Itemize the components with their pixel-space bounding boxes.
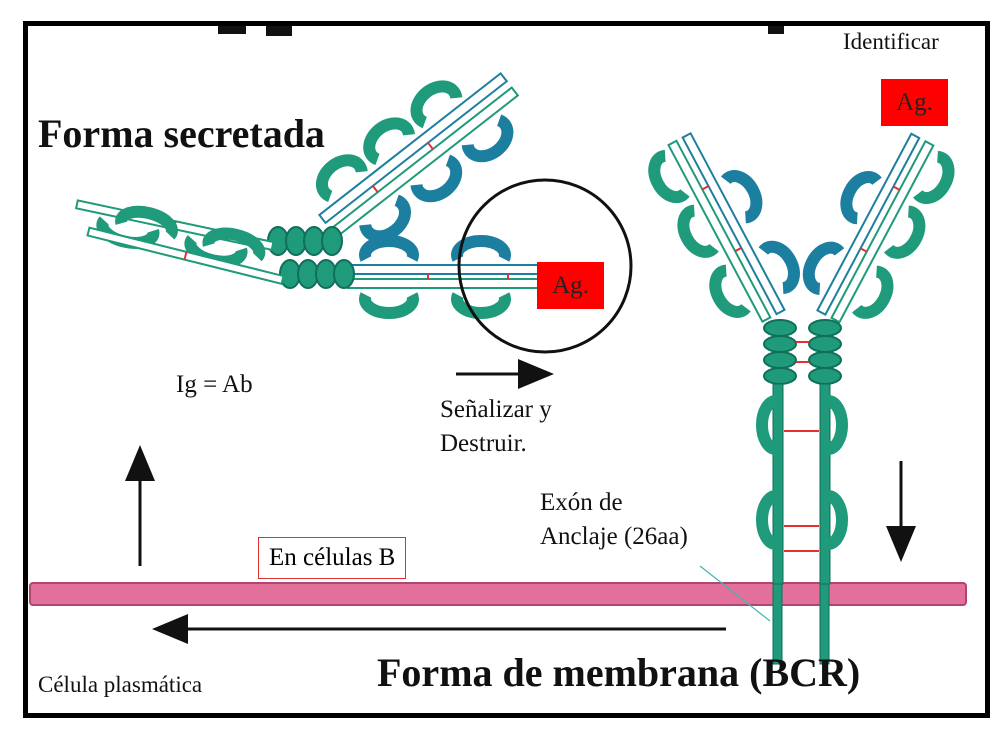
anchor-pointer-line <box>699 565 771 622</box>
cropped-title-fragment <box>218 26 784 36</box>
b-cells-label: En células B <box>258 537 407 579</box>
antibody-diagram <box>29 26 967 665</box>
anchor-exon-label-line2: Anclaje (26aa) <box>540 523 688 550</box>
membrane-form-title: Forma de membrana (BCR) <box>377 650 861 695</box>
identify-label: Identificar <box>843 29 939 54</box>
binding-highlight-circle <box>457 178 633 354</box>
membrane-antibody-bcr <box>648 131 955 665</box>
ig-ab-label: Ig = Ab <box>176 371 253 398</box>
anchor-exon-label-line1: Exón de <box>540 489 623 516</box>
antigen-secreted: Ag. <box>537 262 604 309</box>
plasma-cell-label: Célula plasmática <box>38 672 203 697</box>
antigen-membrane: Ag. <box>881 79 948 126</box>
diagram-frame: Forma secretada Forma de membrana (BCR) … <box>23 21 990 718</box>
plasma-membrane <box>29 582 967 606</box>
secreted-form-title: Forma secretada <box>38 111 325 156</box>
secreted-antibody <box>74 71 539 319</box>
signal-destroy-label-line2: Destruir. <box>440 430 527 457</box>
signal-destroy-label-line1: Señalizar y <box>440 396 552 423</box>
